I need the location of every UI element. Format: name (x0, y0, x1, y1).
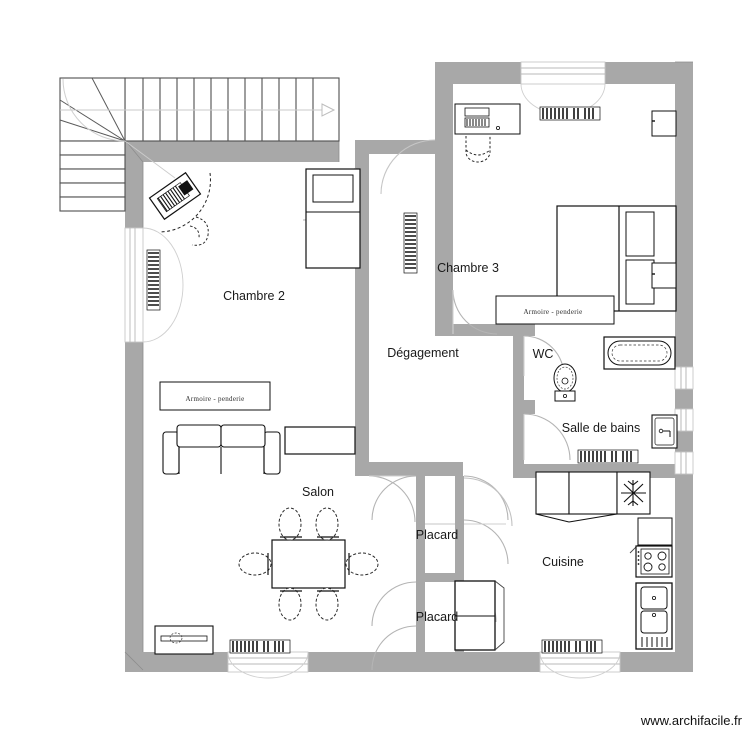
wall-chambre3-left (435, 62, 453, 332)
wall-wc-bottom (513, 400, 535, 414)
windows (124, 61, 694, 679)
furniture-label-armoire-chambre2: Armoire - penderie (185, 395, 244, 403)
room-label-salon: Salon (302, 485, 334, 499)
sideboard (284, 426, 356, 455)
wall-right-lower (675, 473, 693, 672)
door-placard-bas-a (371, 581, 417, 671)
room-label-salle-de-bains: Salle de bains (562, 421, 641, 435)
room-labels: Chambre 2 Chambre 3 Dégagement WC Salle … (223, 261, 640, 624)
piano-stool (189, 216, 209, 246)
window-left-chambre2 (124, 227, 184, 343)
walls (125, 62, 693, 672)
wall-placard-left (416, 476, 425, 656)
room-label-placard-bas: Placard (416, 610, 458, 624)
wall-placard-right (455, 476, 464, 656)
wardrobe-c2 (159, 381, 271, 411)
wall-outlines (124, 61, 693, 671)
wall-chambre3-bottom (435, 324, 535, 336)
bed-double (556, 205, 677, 312)
room-label-chambre3: Chambre 3 (437, 261, 499, 275)
dining-table (238, 507, 379, 621)
washbasin (651, 414, 678, 449)
radiator-salon (229, 639, 291, 654)
door-cuisine (463, 477, 513, 527)
wall-right-seg-1 (675, 388, 693, 410)
placard-shelves (425, 523, 455, 621)
wall-degagement-bottom (355, 462, 463, 476)
wall-right-seg-2 (675, 430, 693, 453)
wall-top-left (125, 140, 339, 162)
wall-placard-divider (416, 573, 464, 582)
stairs-winder (59, 77, 126, 212)
worktop (535, 471, 618, 523)
bathtub (603, 336, 676, 370)
room-label-wc: WC (533, 347, 554, 361)
window-top-chambre3 (520, 61, 606, 115)
door-landing-chambre3 (380, 139, 436, 195)
wall-right-upper (675, 62, 693, 367)
room-label-degagement: Dégagement (387, 346, 459, 360)
sofa (162, 424, 281, 475)
wall-left-upper (125, 140, 143, 230)
footer-url: www.archifacile.fr (640, 713, 742, 728)
sink (635, 582, 673, 650)
wall-corner-notch (435, 62, 453, 112)
toilet (553, 363, 577, 402)
door-salledebains (523, 413, 571, 461)
stairs-direction-arrow (60, 78, 336, 142)
radiator-c3-top (539, 106, 601, 121)
radiator-c2 (146, 249, 161, 311)
fridge (454, 580, 505, 651)
bed-single (305, 168, 361, 269)
window-right-3 (674, 451, 694, 475)
window-bottom-cuisine (539, 651, 621, 679)
cooktop (635, 545, 673, 578)
furniture-labels: Armoire - penderie Armoire - penderie (185, 308, 582, 403)
window-right-2 (674, 408, 694, 432)
radiator-cuisine (541, 639, 603, 654)
wall-degagement-top (369, 140, 435, 154)
radiator-sdb (577, 449, 639, 464)
room-label-placard-haut: Placard (416, 528, 458, 542)
radiator-c3-left (403, 212, 418, 274)
room-label-chambre2: Chambre 2 (223, 289, 285, 303)
cooker-hood (629, 517, 673, 554)
door-salon-degagement (368, 475, 416, 523)
tv-unit (154, 625, 214, 655)
door-placard-haut-a (371, 475, 417, 521)
room-label-cuisine: Cuisine (542, 555, 584, 569)
furniture-label-armoire-chambre3: Armoire - penderie (523, 308, 582, 316)
computer (464, 107, 490, 128)
door-chambre3-degagement (452, 289, 498, 335)
door-placard-haut-b (463, 475, 509, 565)
wall-left-lower (125, 340, 143, 670)
wardrobe-c3 (495, 295, 615, 325)
freezer (616, 471, 651, 515)
nightstand-bottom (651, 262, 677, 289)
stairs-hatch-line (124, 140, 176, 179)
window-right-1 (674, 366, 694, 390)
piano (148, 171, 202, 221)
window-bottom-salon (227, 651, 309, 679)
nightstand-top (651, 110, 677, 137)
desk-chair (465, 136, 491, 163)
